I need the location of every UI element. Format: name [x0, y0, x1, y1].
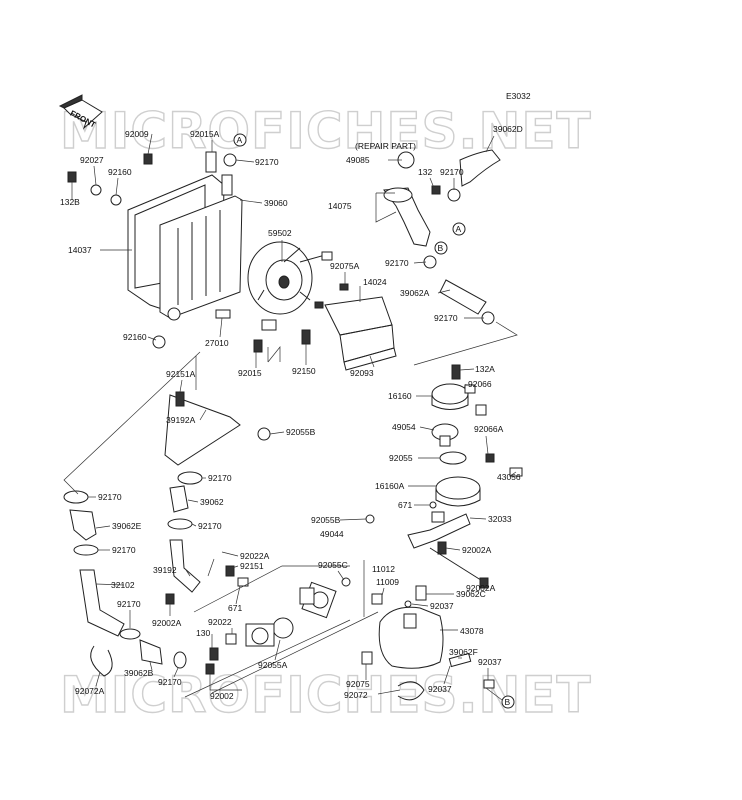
watermark-bottom: MICROFICHES.NET — [60, 666, 592, 724]
fan-drawing — [215, 241, 333, 353]
label-92037-a: 92037 — [430, 601, 454, 611]
label-92072: 92072 — [344, 690, 368, 700]
label-43078: 43078 — [460, 626, 484, 636]
label-132: 132 — [418, 167, 432, 177]
label-92009: 92009 — [125, 129, 149, 139]
label-92055C: 92055C — [318, 560, 348, 570]
label-92002A-b: 92002A — [466, 583, 496, 593]
label-92170-e: 92170 — [208, 473, 232, 483]
label-92075: 92075 — [346, 679, 370, 689]
label-39062F: 39062F — [449, 647, 478, 657]
svg-text:B: B — [505, 697, 511, 707]
label-92093: 92093 — [350, 368, 374, 378]
label-16160: 16160 — [388, 391, 412, 401]
label-59502: 59502 — [268, 228, 292, 238]
label-92066: 92066 — [468, 379, 492, 389]
label-14037: 14037 — [68, 245, 92, 255]
callout-B-bottom: B — [501, 695, 515, 709]
label-92170-h: 92170 — [112, 545, 136, 555]
label-671-b: 671 — [228, 603, 242, 613]
shroud-drawing — [314, 283, 397, 371]
label-11012: 11012 — [372, 564, 395, 574]
callout-B-mid: B — [434, 241, 448, 255]
radiator-drawing — [127, 151, 243, 321]
label-92170-d: 92170 — [434, 313, 458, 323]
label-11009: 11009 — [376, 577, 399, 587]
upper-right-pipes — [383, 149, 501, 325]
label-92170-g: 92170 — [198, 521, 222, 531]
label-92170-i: 92170 — [117, 599, 141, 609]
label-92066A: 92066A — [474, 424, 504, 434]
label-130: 130 — [196, 628, 210, 638]
label-92075A: 92075A — [330, 261, 360, 271]
label-39060: 39060 — [264, 198, 288, 208]
label-39062B: 39062B — [124, 668, 154, 678]
label-39062A: 39062A — [400, 288, 430, 298]
label-92055B-b: 92055B — [311, 515, 341, 525]
label-14075: 14075 — [328, 201, 352, 211]
label-132A: 132A — [475, 364, 495, 374]
callout-A-top: A — [233, 133, 247, 147]
svg-text:A: A — [237, 135, 243, 145]
label-92022A: 92022A — [240, 551, 270, 561]
repair-part-note: (REPAIR PART) — [355, 141, 416, 151]
label-39062D: 39062D — [493, 124, 523, 134]
leader-lines — [71, 133, 517, 701]
label-27010: 27010 — [205, 338, 229, 348]
label-14024: 14024 — [363, 277, 387, 287]
label-92015A: 92015A — [190, 129, 220, 139]
left-pipes — [63, 391, 271, 677]
label-92160-b: 92160 — [123, 332, 147, 342]
label-92170-b: 92170 — [440, 167, 464, 177]
label-43056: 43056 — [497, 472, 521, 482]
svg-text:B: B — [438, 243, 444, 253]
label-92151: 92151 — [240, 561, 264, 571]
label-39062E: 39062E — [112, 521, 142, 531]
watermark-top: MICROFICHES.NET — [60, 102, 592, 160]
label-92150: 92150 — [292, 366, 316, 376]
label-49054: 49054 — [392, 422, 416, 432]
label-39192A: 39192A — [166, 415, 196, 425]
label-92055: 92055 — [389, 453, 413, 463]
pipe-32033 — [365, 511, 489, 589]
label-92037-b: 92037 — [478, 657, 502, 667]
label-49085: 49085 — [346, 155, 370, 165]
label-32033: 32033 — [488, 514, 512, 524]
label-92170-c: 92170 — [385, 258, 409, 268]
label-92055A: 92055A — [258, 660, 288, 670]
label-92037-c: 92037 — [428, 684, 452, 694]
label-92015: 92015 — [238, 368, 262, 378]
label-92022: 92022 — [208, 617, 232, 627]
label-92027: 92027 — [80, 155, 104, 165]
label-92002A-c: 92002A — [152, 618, 182, 628]
label-92055B: 92055B — [286, 427, 316, 437]
reference-lines — [63, 192, 518, 698]
label-671-a: 671 — [398, 500, 412, 510]
svg-text:A: A — [456, 224, 462, 234]
callout-A-right: A — [452, 222, 466, 236]
label-92160-a: 92160 — [108, 167, 132, 177]
bolts-left — [67, 153, 166, 349]
label-132B: 132B — [60, 197, 80, 207]
label-39062C: 39062C — [456, 589, 486, 599]
label-39062: 39062 — [200, 497, 224, 507]
label-92002: 92002 — [210, 691, 234, 701]
diagram-code: E3032 — [506, 91, 531, 101]
label-49044: 49044 — [320, 529, 344, 539]
label-92170-f: 92170 — [98, 492, 122, 502]
label-16160A: 16160A — [375, 481, 405, 491]
label-92170-a: 92170 — [255, 157, 279, 167]
label-92002A: 92002A — [462, 545, 492, 555]
reservoir-tank — [361, 585, 495, 701]
label-92170-j: 92170 — [158, 677, 182, 687]
label-39192: 39192 — [153, 565, 177, 575]
label-92072A: 92072A — [75, 686, 105, 696]
thermostat-housing — [429, 364, 523, 509]
label-92151A: 92151A — [166, 369, 196, 379]
